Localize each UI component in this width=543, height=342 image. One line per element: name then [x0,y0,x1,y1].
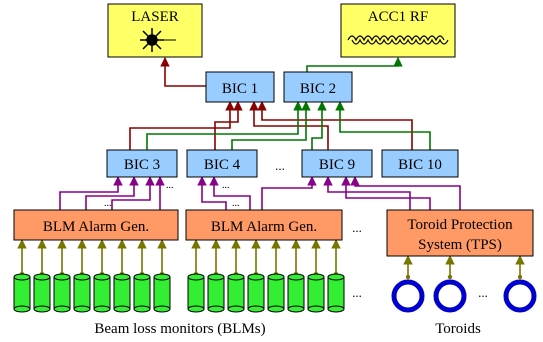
blm-alarm-gen-2: BLM Alarm Gen. [185,209,343,241]
bic-2-label: BIC 2 [300,81,336,97]
bic-1-box: BIC 1 [205,71,275,103]
blm-cylinder [187,273,205,313]
blm-cylinder [13,273,31,313]
toroid-signal-node [447,274,453,280]
blm-cylinder [153,273,171,313]
laser-label: LASER [131,9,179,25]
bic-9-box: BIC 9 [301,149,373,178]
bic-3-box: BIC 3 [106,149,178,178]
blm-cylinder [113,273,131,313]
bic-3-input-ellipsis: ... [166,180,174,191]
tps-label-line1: Toroid Protection [407,217,513,233]
toroid-ring-icon [503,279,537,313]
toroid-ellipsis: ... [478,285,488,300]
bic-9-label: BIC 9 [319,157,355,173]
rf-label: ACC1 RF [368,9,428,25]
bic-ellipsis: ... [275,158,285,173]
rf-interlock-paths [146,57,431,150]
toroid-ring-icon [433,279,467,313]
blm-caption: Beam loss monitors (BLMs) [94,321,265,337]
blm-ellipsis: ... [352,285,362,300]
alarm-to-bic-paths [59,176,461,210]
blm-alarm-gen-1-label: BLM Alarm Gen. [43,219,149,235]
laser-box: LASER [107,3,203,58]
blm-group-2 [187,273,345,313]
blm-cylinder [53,273,71,313]
laser-burst-icon [140,28,176,52]
blm-cylinder [287,273,305,313]
blm-alarm-gen-2-label: BLM Alarm Gen. [211,219,317,235]
bic-10-label: BIC 10 [398,157,442,173]
blm-alarm-gen-1: BLM Alarm Gen. [13,209,179,241]
blm-cylinder [133,273,151,313]
rf-coil-icon [347,35,449,45]
tps-box: Toroid Protection System (TPS) [386,209,534,257]
blm-cylinder [267,273,285,313]
blm-cylinder [73,273,91,313]
bic-4-label: BIC 4 [204,157,241,173]
blm-cylinder [247,273,265,313]
blm-group-1 [13,273,171,313]
alarm-gen-ellipsis: ... [352,220,362,235]
blm-cylinder [327,273,345,313]
bic-2-box: BIC 2 [283,71,353,103]
laser-interlock-paths [129,57,413,150]
alarm-2-output-ellipsis: ... [232,198,240,209]
blm-cylinder [93,273,111,313]
toroids-caption: Toroids [435,321,481,337]
toroid-signal-node [517,274,523,280]
blm-cylinder [307,273,325,313]
toroid-signal-node [405,274,411,280]
bic-4-box: BIC 4 [186,149,258,178]
bic-1-label: BIC 1 [222,81,258,97]
blm-cylinder [33,273,51,313]
rf-box: ACC1 RF [340,3,456,58]
bic-4-input-ellipsis: ... [222,180,230,191]
toroid-group [391,279,537,313]
bic-10-box: BIC 10 [381,149,459,178]
toroid-ring-icon [391,279,425,313]
blm-cylinder [207,273,225,313]
bic-3-label: BIC 3 [124,157,160,173]
tps-label-line2: System (TPS) [418,237,502,253]
blm-cylinder [227,273,245,313]
alarm-1-output-ellipsis: ... [104,198,112,209]
